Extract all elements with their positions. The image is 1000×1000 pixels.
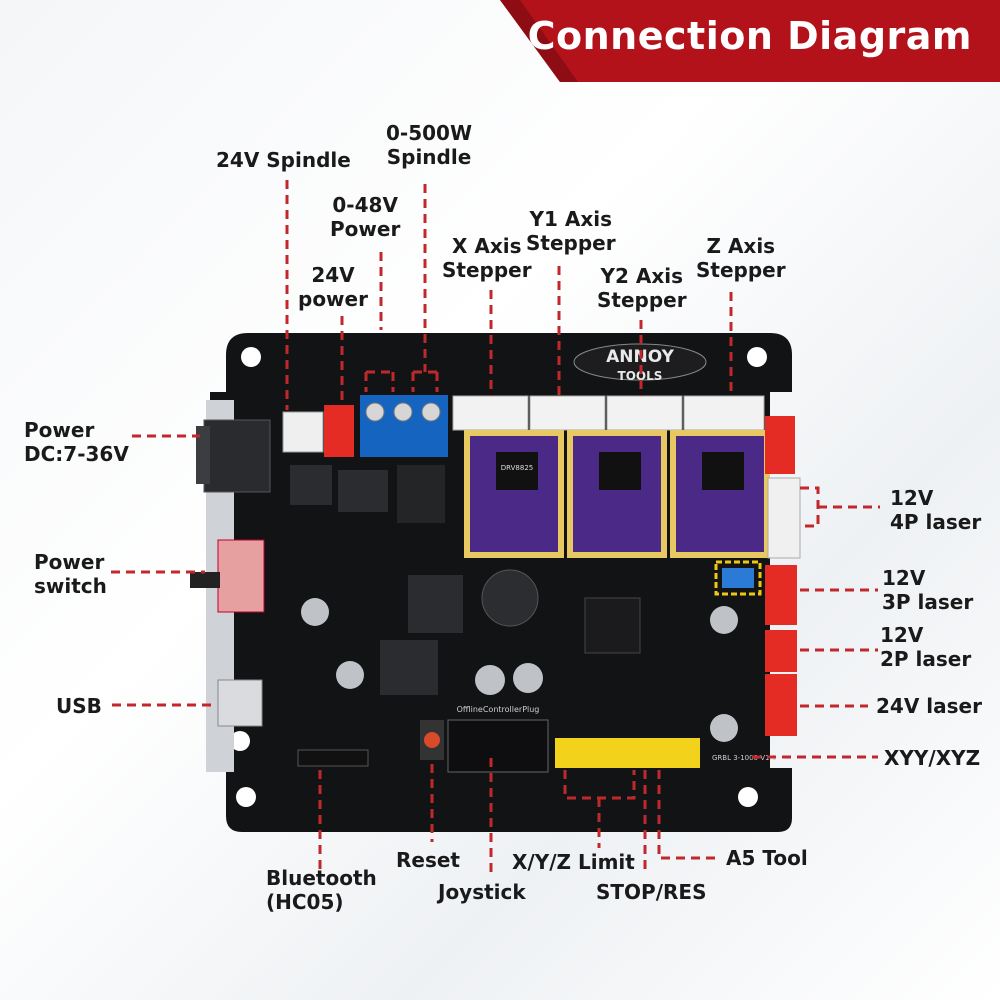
label-joystick: Joystick	[438, 880, 526, 904]
label-0-48v-power-line1: 0-48V	[332, 193, 398, 217]
label-power-dc: Power DC:7-36V	[24, 418, 129, 466]
label-power-dc-line2: DC:7-36V	[24, 442, 129, 466]
label-12v-4p-laser: 12V 4P laser	[890, 486, 981, 534]
label-y2-axis-stepper: Y2 Axis Stepper	[597, 264, 687, 312]
driver-ic-label-1: DRV8825	[501, 464, 533, 472]
banner-shape	[500, 0, 1000, 82]
label-4p-laser-line2: 4P laser	[890, 510, 982, 534]
label-12v-3p-laser: 12V 3P laser	[882, 566, 973, 614]
laser-4p-white	[767, 477, 801, 559]
spindle-24v-connector	[282, 411, 324, 453]
label-0-500w-spindle-line1: 0-500W	[386, 121, 473, 145]
offline-plug-silkscreen: OfflineControllerPlug	[457, 705, 540, 714]
label-0-48v-power: 0-48V Power	[330, 193, 400, 241]
label-24v-power-line1: 24V	[311, 263, 355, 287]
label-3p-laser-line2: 3P laser	[882, 590, 974, 614]
label-0-48v-power-line2: Power	[330, 217, 401, 241]
label-usb: USB	[56, 694, 102, 718]
label-power-switch-line2: switch	[34, 574, 107, 598]
x-stepper-connector	[452, 395, 529, 431]
label-z-axis-line2: Stepper	[696, 258, 786, 282]
label-24v-power: 24V power	[298, 263, 368, 311]
power-switch	[217, 539, 265, 613]
z-stepper-connector	[683, 395, 765, 431]
usb-port	[217, 679, 263, 727]
limit-headers	[555, 738, 700, 768]
laser-24v-connector	[765, 674, 797, 736]
label-z-axis-line1: Z Axis	[706, 234, 776, 258]
label-3p-laser-line1: 12V	[882, 566, 926, 590]
label-y1-axis-stepper: Y1 Axis Stepper	[526, 207, 616, 255]
laser-12v-4p-red	[765, 416, 795, 474]
label-0-500w-spindle: 0-500W Spindle	[386, 121, 472, 169]
y2-stepper-connector	[606, 395, 683, 431]
label-y1-axis-line1: Y1 Axis	[529, 207, 613, 231]
label-24v-power-line2: power	[298, 287, 368, 311]
terminal-block	[360, 395, 448, 457]
label-2p-laser-line1: 12V	[880, 623, 924, 647]
label-z-axis-stepper: Z Axis Stepper	[696, 234, 786, 282]
label-a5-tool: A5 Tool	[726, 846, 808, 870]
label-xyz-limit: X/Y/Z Limit	[512, 850, 635, 874]
label-y1-axis-line2: Stepper	[526, 231, 616, 255]
label-24v-laser: 24V laser	[876, 694, 982, 718]
label-xyy-xyz: XYY/XYZ	[884, 746, 981, 770]
label-power-switch-line1: Power	[34, 550, 105, 574]
label-2p-laser-line2: 2P laser	[880, 647, 972, 671]
label-bluetooth-line1: Bluetooth	[266, 866, 377, 890]
label-12v-2p-laser: 12V 2P laser	[880, 623, 971, 671]
label-bluetooth: Bluetooth (HC05)	[266, 866, 377, 914]
brand-line2: TOOLS	[618, 369, 663, 383]
label-x-axis-stepper: X Axis Stepper	[442, 234, 532, 282]
label-x-axis-line1: X Axis	[452, 234, 522, 258]
leader-lines	[111, 180, 880, 878]
laser-3p-connector	[765, 565, 797, 625]
joystick-header	[447, 719, 549, 773]
laser-2p-connector	[765, 630, 797, 672]
label-bluetooth-line2: (HC05)	[266, 890, 344, 914]
label-stop-res: STOP/RES	[596, 880, 707, 904]
label-4p-laser-line1: 12V	[890, 486, 934, 510]
stepper-drivers: DRV8825	[464, 430, 770, 558]
xyy-jumper-highlight	[714, 560, 762, 596]
power-24v-connector	[324, 405, 354, 457]
label-power-dc-line1: Power	[24, 418, 95, 442]
label-y2-axis-line1: Y2 Axis	[600, 264, 684, 288]
bluetooth-header	[297, 749, 369, 767]
reset-button	[424, 732, 440, 748]
model-silkscreen: GRBL 3-1000 V1.1	[712, 754, 776, 762]
diagram-title: Connection Diagram	[527, 14, 972, 58]
label-y2-axis-line2: Stepper	[597, 288, 687, 312]
label-24v-spindle: 24V Spindle	[216, 148, 351, 172]
label-0-500w-spindle-line2: Spindle	[386, 145, 472, 169]
label-reset: Reset	[396, 848, 460, 872]
title-banner: Connection Diagram	[500, 0, 1000, 82]
label-x-axis-line2: Stepper	[442, 258, 532, 282]
dc-jack	[203, 419, 271, 493]
label-power-switch: Power switch	[34, 550, 107, 598]
y1-stepper-connector	[529, 395, 606, 431]
